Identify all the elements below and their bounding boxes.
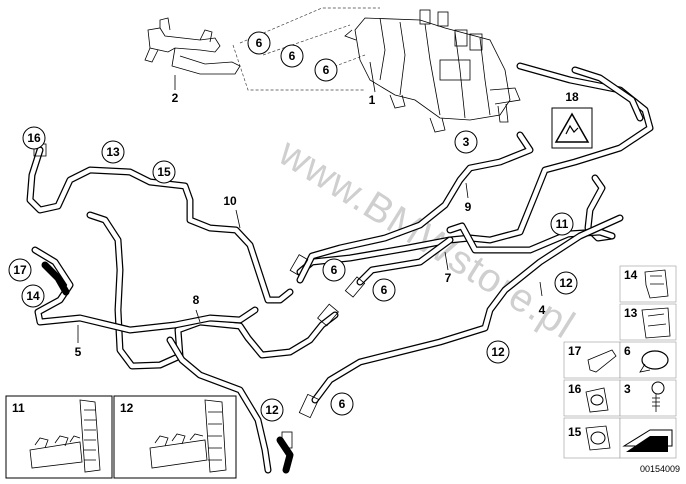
svg-text:6: 6 — [256, 36, 263, 50]
callout-6b: 6 — [280, 44, 304, 68]
svg-text:12: 12 — [559, 276, 573, 290]
callout-6d: 6 — [322, 258, 346, 282]
parts-panel: 14 13 17 6 16 3 15 00154009 — [563, 265, 680, 474]
warning-label-18: 18 — [551, 90, 593, 149]
svg-text:11: 11 — [556, 217, 569, 231]
svg-text:6: 6 — [381, 283, 388, 297]
hose-7 — [344, 174, 616, 298]
callout-13: 13 — [101, 140, 125, 164]
label-10: 10 — [223, 194, 237, 208]
callout-15: 15 — [152, 160, 176, 184]
svg-text:12: 12 — [265, 403, 279, 417]
svg-text:3: 3 — [463, 135, 470, 149]
part-2-fitting — [144, 17, 241, 75]
svg-text:6: 6 — [339, 397, 346, 411]
callout-6a: 6 — [247, 31, 271, 55]
svg-text:16: 16 — [568, 382, 582, 396]
hose-5 — [31, 246, 259, 334]
svg-text:15: 15 — [568, 425, 582, 439]
svg-text:6: 6 — [624, 344, 631, 358]
callout-6e: 6 — [372, 278, 396, 302]
svg-text:14: 14 — [624, 268, 638, 282]
callout-12b: 12 — [486, 340, 510, 364]
hose-8 — [86, 211, 339, 370]
svg-text:17: 17 — [568, 344, 582, 358]
svg-text:14: 14 — [26, 289, 40, 303]
callout-14: 14 — [21, 284, 45, 308]
number-leaders — [77, 61, 543, 343]
label-1: 1 — [369, 93, 376, 107]
inset-box-11: 11 — [5, 395, 113, 479]
svg-text:15: 15 — [157, 165, 171, 179]
label-9: 9 — [465, 200, 472, 214]
svg-text:3: 3 — [624, 382, 631, 396]
hose-9 — [289, 62, 654, 284]
svg-text:18: 18 — [565, 90, 579, 104]
inset-box-12: 12 — [113, 395, 237, 479]
svg-text:6: 6 — [323, 63, 330, 77]
label-7: 7 — [445, 271, 452, 285]
svg-text:17: 17 — [13, 263, 27, 277]
callout-3: 3 — [454, 130, 478, 154]
leader-lines — [232, 7, 380, 91]
svg-text:6: 6 — [289, 49, 296, 63]
part-1-pump — [344, 9, 521, 133]
callout-6f: 6 — [330, 392, 354, 416]
svg-text:11: 11 — [12, 401, 25, 415]
svg-text:6: 6 — [331, 263, 338, 277]
callout-12c: 12 — [260, 398, 284, 422]
callout-6c: 6 — [314, 58, 338, 82]
callout-16: 16 — [22, 126, 46, 150]
svg-text:13: 13 — [624, 306, 638, 320]
svg-text:16: 16 — [27, 131, 41, 145]
callout-11: 11 — [550, 212, 574, 236]
svg-text:13: 13 — [106, 145, 120, 159]
svg-text:12: 12 — [491, 345, 505, 359]
label-2: 2 — [172, 91, 179, 105]
callout-12a: 12 — [554, 271, 578, 295]
label-8: 8 — [193, 293, 200, 307]
label-5: 5 — [75, 345, 82, 359]
watermark: www.BMWstore.pl — [270, 130, 582, 348]
svg-text:12: 12 — [120, 401, 134, 415]
hose-4 — [166, 214, 624, 474]
callout-17: 17 — [8, 258, 32, 282]
label-4: 4 — [539, 303, 546, 317]
diagram-code: 00154009 — [640, 464, 680, 474]
